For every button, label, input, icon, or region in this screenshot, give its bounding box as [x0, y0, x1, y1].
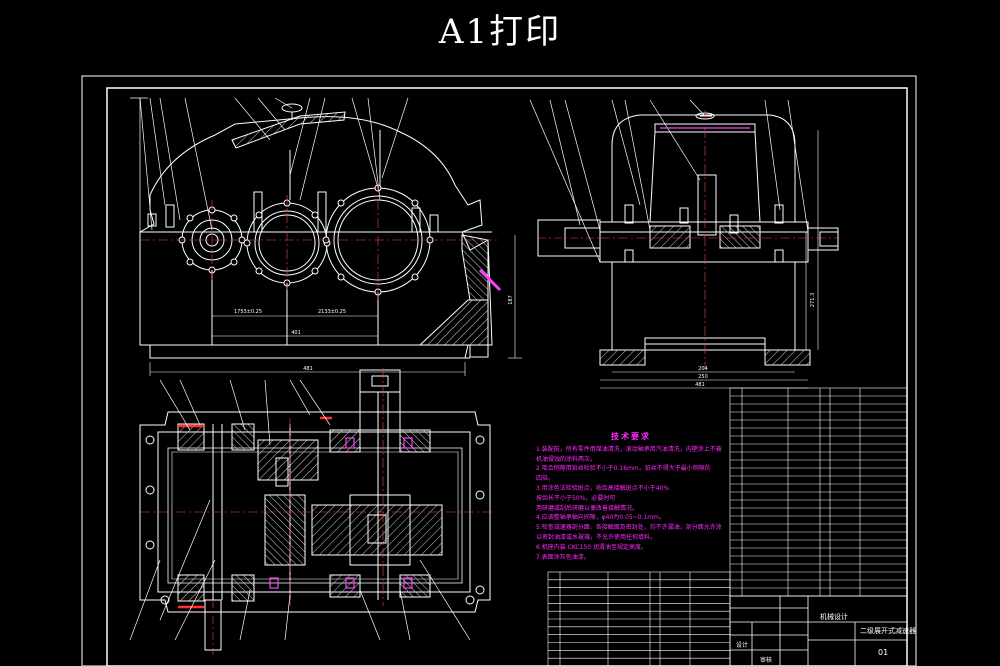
side-view [529, 99, 840, 389]
parts-list-upper [729, 387, 908, 597]
technical-requirements: 技术要求 1.装配前，所有零件用煤油清洗，滚动轴承用汽油清洗，内壁涂上不被 机油… [536, 432, 726, 562]
tech-notes-title: 技术要求 [611, 432, 651, 441]
dim-side-height: 271.3 [810, 293, 816, 307]
dim-center-height: 187 [508, 295, 514, 305]
tech-note-line: 以密封油漆或水玻璃，不允许使用任何填料。 [536, 533, 657, 541]
parts-list-lower [547, 571, 731, 666]
dim-side-total: 481 [695, 382, 705, 388]
tech-note-line: 5.检查减速器剖分面、各接触面及密封处，均不许漏油，剖分面允许涂 [536, 524, 722, 532]
title-block-designer: 设计 [736, 642, 749, 649]
title-block-name: 二级展开式减速器 [860, 627, 916, 635]
outer-border [81, 75, 917, 666]
tech-note-line: 1.装配前，所有零件用煤油清洗，滚动轴承用汽油清洗，内壁涂上不被 [536, 445, 722, 453]
dim-front-span-left: 1753±0.25 [234, 309, 262, 315]
title-block-drawing-no: 01 [878, 648, 889, 657]
dim-front-span-right: 2133±0.25 [318, 309, 346, 315]
tech-note-line: 四倍。 [536, 475, 555, 483]
dim-front-total: 481 [303, 366, 313, 372]
dim-side-b: 250 [698, 374, 708, 380]
tech-note-line: 机油侵蚀的涂料两次。 [536, 455, 597, 463]
dim-side-a: 204 [698, 366, 708, 372]
tech-note-line: 2.啮合侧隙用铅丝检验不小于0.16mm，铅丝不得大于最小侧隙的 [536, 465, 711, 473]
front-view [130, 97, 522, 376]
page-title: A1打印 [438, 12, 562, 52]
tech-note-line: 4.应调整轴承轴向间隙，φ40为0.05~0.1mm。 [536, 514, 665, 522]
tech-note-line: 用研磨或刮后研磨以便改善接触情况。 [536, 504, 639, 512]
tech-note-line: 3.用涂色法检验斑点，按齿高接触斑点不小于40% [536, 484, 670, 492]
tech-note-line: 按齿长不小于50%，必要时可 [536, 494, 616, 502]
inner-border [106, 87, 908, 666]
dim-front-overall: 401 [291, 330, 301, 336]
tech-note-line: 7.表面涂灰色油漆。 [536, 553, 590, 561]
tech-note-line: 6.机座内装 CKC150 润滑油至规定高度。 [536, 543, 647, 551]
title-block-checker: 审核 [760, 657, 773, 664]
title-block [729, 595, 908, 666]
title-block-course: 机械设计 [820, 613, 848, 621]
plan-view [129, 368, 492, 655]
